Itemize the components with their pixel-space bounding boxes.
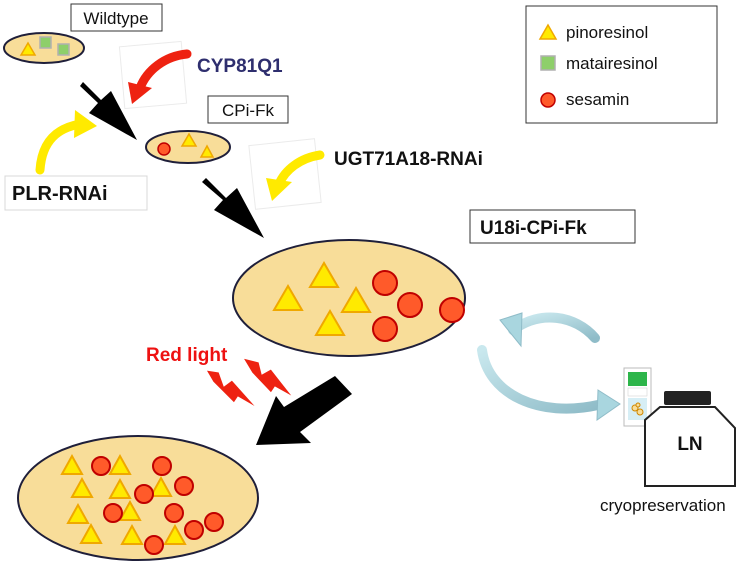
plr-rnai-label-box: PLR-RNAi: [4, 175, 148, 211]
legend: pinoresinol matairesinol sesamin: [525, 5, 718, 124]
legend-item-matairesinol: matairesinol: [566, 54, 658, 73]
sesamin-marker: [157, 142, 171, 156]
sesamin-marker: [397, 292, 423, 318]
pinoresinol-marker: [340, 286, 372, 313]
plr-rnai-arrow: [35, 110, 97, 175]
red-light-treated-cell: [17, 435, 259, 561]
process-arrow: [256, 376, 352, 445]
pinoresinol-marker: [149, 475, 173, 497]
legend-item-sesamin: sesamin: [566, 90, 629, 109]
sesamin-marker: [91, 456, 111, 476]
wildtype-label-box: Wildtype: [70, 3, 163, 32]
pinoresinol-marker: [118, 499, 142, 521]
legend-triangle-icon: [538, 23, 558, 40]
matairesinol-marker: [57, 43, 70, 56]
legend-square-icon: [540, 55, 556, 71]
u18i-label-box: U18i-CPi-Fk: [469, 209, 636, 244]
pinoresinol-marker: [19, 41, 37, 56]
pinoresinol-marker: [180, 132, 198, 147]
matairesinol-marker: [39, 36, 52, 49]
wildtype-label: Wildtype: [83, 9, 148, 28]
pinoresinol-marker: [79, 522, 103, 544]
ugt-rnai-label: UGT71A18-RNAi: [334, 149, 483, 170]
pinoresinol-marker: [314, 309, 346, 336]
sesamin-marker: [204, 512, 224, 532]
pinoresinol-marker: [66, 502, 90, 524]
sesamin-marker: [134, 484, 154, 504]
pinoresinol-marker: [60, 453, 84, 475]
pinoresinol-marker: [308, 261, 340, 288]
sesamin-marker: [184, 520, 204, 540]
ln-label: LN: [677, 434, 702, 455]
sesamin-marker: [103, 503, 123, 523]
legend-item-pinoresinol: pinoresinol: [566, 23, 648, 42]
u18i-label: U18i-CPi-Fk: [480, 218, 587, 239]
pinoresinol-marker: [120, 523, 144, 545]
sesamin-marker: [372, 270, 398, 296]
pinoresinol-marker: [199, 144, 215, 158]
plr-rnai-label: PLR-RNAi: [12, 183, 108, 205]
sesamin-marker: [144, 535, 164, 555]
ugt-rnai-arrow: [248, 138, 325, 210]
sesamin-marker: [372, 316, 398, 342]
pinoresinol-marker: [108, 453, 132, 475]
sesamin-marker: [164, 503, 184, 523]
pinoresinol-marker: [108, 477, 132, 499]
sesamin-marker: [152, 456, 172, 476]
cyp81q1-label: CYP81Q1: [197, 56, 283, 77]
cryopreservation-label: cryopreservation: [600, 496, 726, 515]
ln-tank-icon: LN: [644, 391, 736, 487]
cpi-fk-cell: [145, 130, 231, 164]
lightning-bolt-icon: [205, 357, 294, 409]
cryovial-icon: [623, 367, 652, 427]
process-arrow: [202, 178, 264, 238]
cpi-fk-label-box: CPi-Fk: [207, 95, 289, 124]
sesamin-marker: [439, 297, 465, 323]
cryopreservation-cycle-arrows: [477, 312, 621, 421]
pinoresinol-marker: [163, 523, 187, 545]
pinoresinol-marker: [70, 476, 94, 498]
pinoresinol-marker: [272, 284, 304, 311]
wildtype-cell: [3, 32, 85, 64]
u18i-cpi-fk-cell: [232, 239, 466, 357]
red-light-label: Red light: [146, 345, 228, 366]
process-arrow: [80, 82, 137, 140]
legend-circle-icon: [540, 92, 556, 108]
sesamin-marker: [174, 476, 194, 496]
cyp81q1-arrow: [118, 40, 192, 110]
cpi-fk-label: CPi-Fk: [222, 101, 274, 120]
